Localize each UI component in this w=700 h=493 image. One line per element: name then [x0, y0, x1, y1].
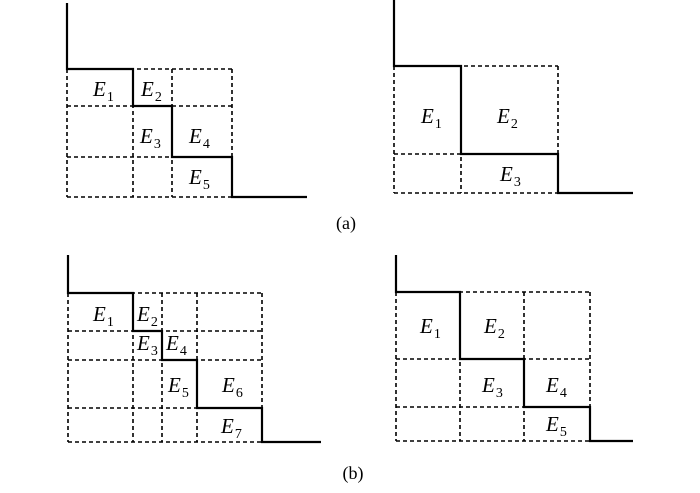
panel-b-left: E1 E2 E3 E4 E5 E6 E7 — [66, 255, 321, 444]
panel-a-left: E1 E2 E3 E4 E5 — [65, 3, 307, 199]
staircase-boundary — [394, 255, 633, 443]
block-label: E2 — [140, 77, 162, 105]
block-label: E3 — [139, 124, 161, 152]
staircase-boundary — [66, 255, 321, 444]
block-label: E1 — [92, 77, 114, 105]
block-label: E3 — [499, 162, 521, 190]
block-label: E7 — [220, 414, 242, 442]
caption-b: (b) — [343, 463, 364, 484]
block-label: E4 — [165, 331, 187, 359]
panel-a-right: E1 E2 E3 — [392, 0, 633, 195]
block-label: E4 — [545, 373, 567, 401]
block-label: E2 — [136, 302, 158, 330]
block-label: E6 — [221, 373, 243, 401]
block-label: E3 — [136, 331, 158, 359]
panel-b-right: E1 E2 E3 E4 E5 — [394, 255, 633, 443]
dashed-grid — [66, 68, 233, 198]
block-label: E2 — [483, 314, 505, 342]
block-label: E5 — [545, 412, 567, 440]
block-label: E1 — [419, 314, 441, 342]
block-label: E4 — [188, 124, 210, 152]
block-label: E2 — [496, 104, 518, 132]
caption-a: (a) — [336, 213, 356, 234]
block-label: E3 — [481, 373, 503, 401]
dashed-grid — [393, 65, 559, 194]
block-label: E5 — [188, 165, 210, 193]
block-label: E5 — [167, 373, 189, 401]
block-label: E1 — [92, 302, 114, 330]
staircase-boundary — [392, 0, 633, 195]
staircase-boundary — [65, 3, 307, 199]
block-label: E1 — [420, 104, 442, 132]
